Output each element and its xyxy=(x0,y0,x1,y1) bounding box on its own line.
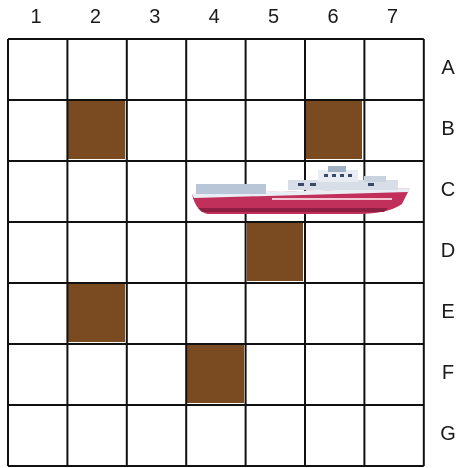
row-label-C: C xyxy=(436,179,460,202)
column-label-7: 7 xyxy=(363,6,421,29)
row-label-A: A xyxy=(436,57,460,80)
column-label-6: 6 xyxy=(304,6,362,29)
row-label-B: B xyxy=(436,118,460,141)
column-label-4: 4 xyxy=(185,6,243,29)
column-label-3: 3 xyxy=(126,6,184,29)
row-label-F: F xyxy=(436,362,460,385)
column-label-2: 2 xyxy=(66,6,124,29)
row-label-G: G xyxy=(436,423,460,446)
row-label-D: D xyxy=(436,240,460,263)
ship-icon xyxy=(188,164,414,218)
row-label-E: E xyxy=(436,301,460,324)
grid-lines xyxy=(7,38,425,467)
column-label-1: 1 xyxy=(7,6,65,29)
column-label-5: 5 xyxy=(245,6,303,29)
